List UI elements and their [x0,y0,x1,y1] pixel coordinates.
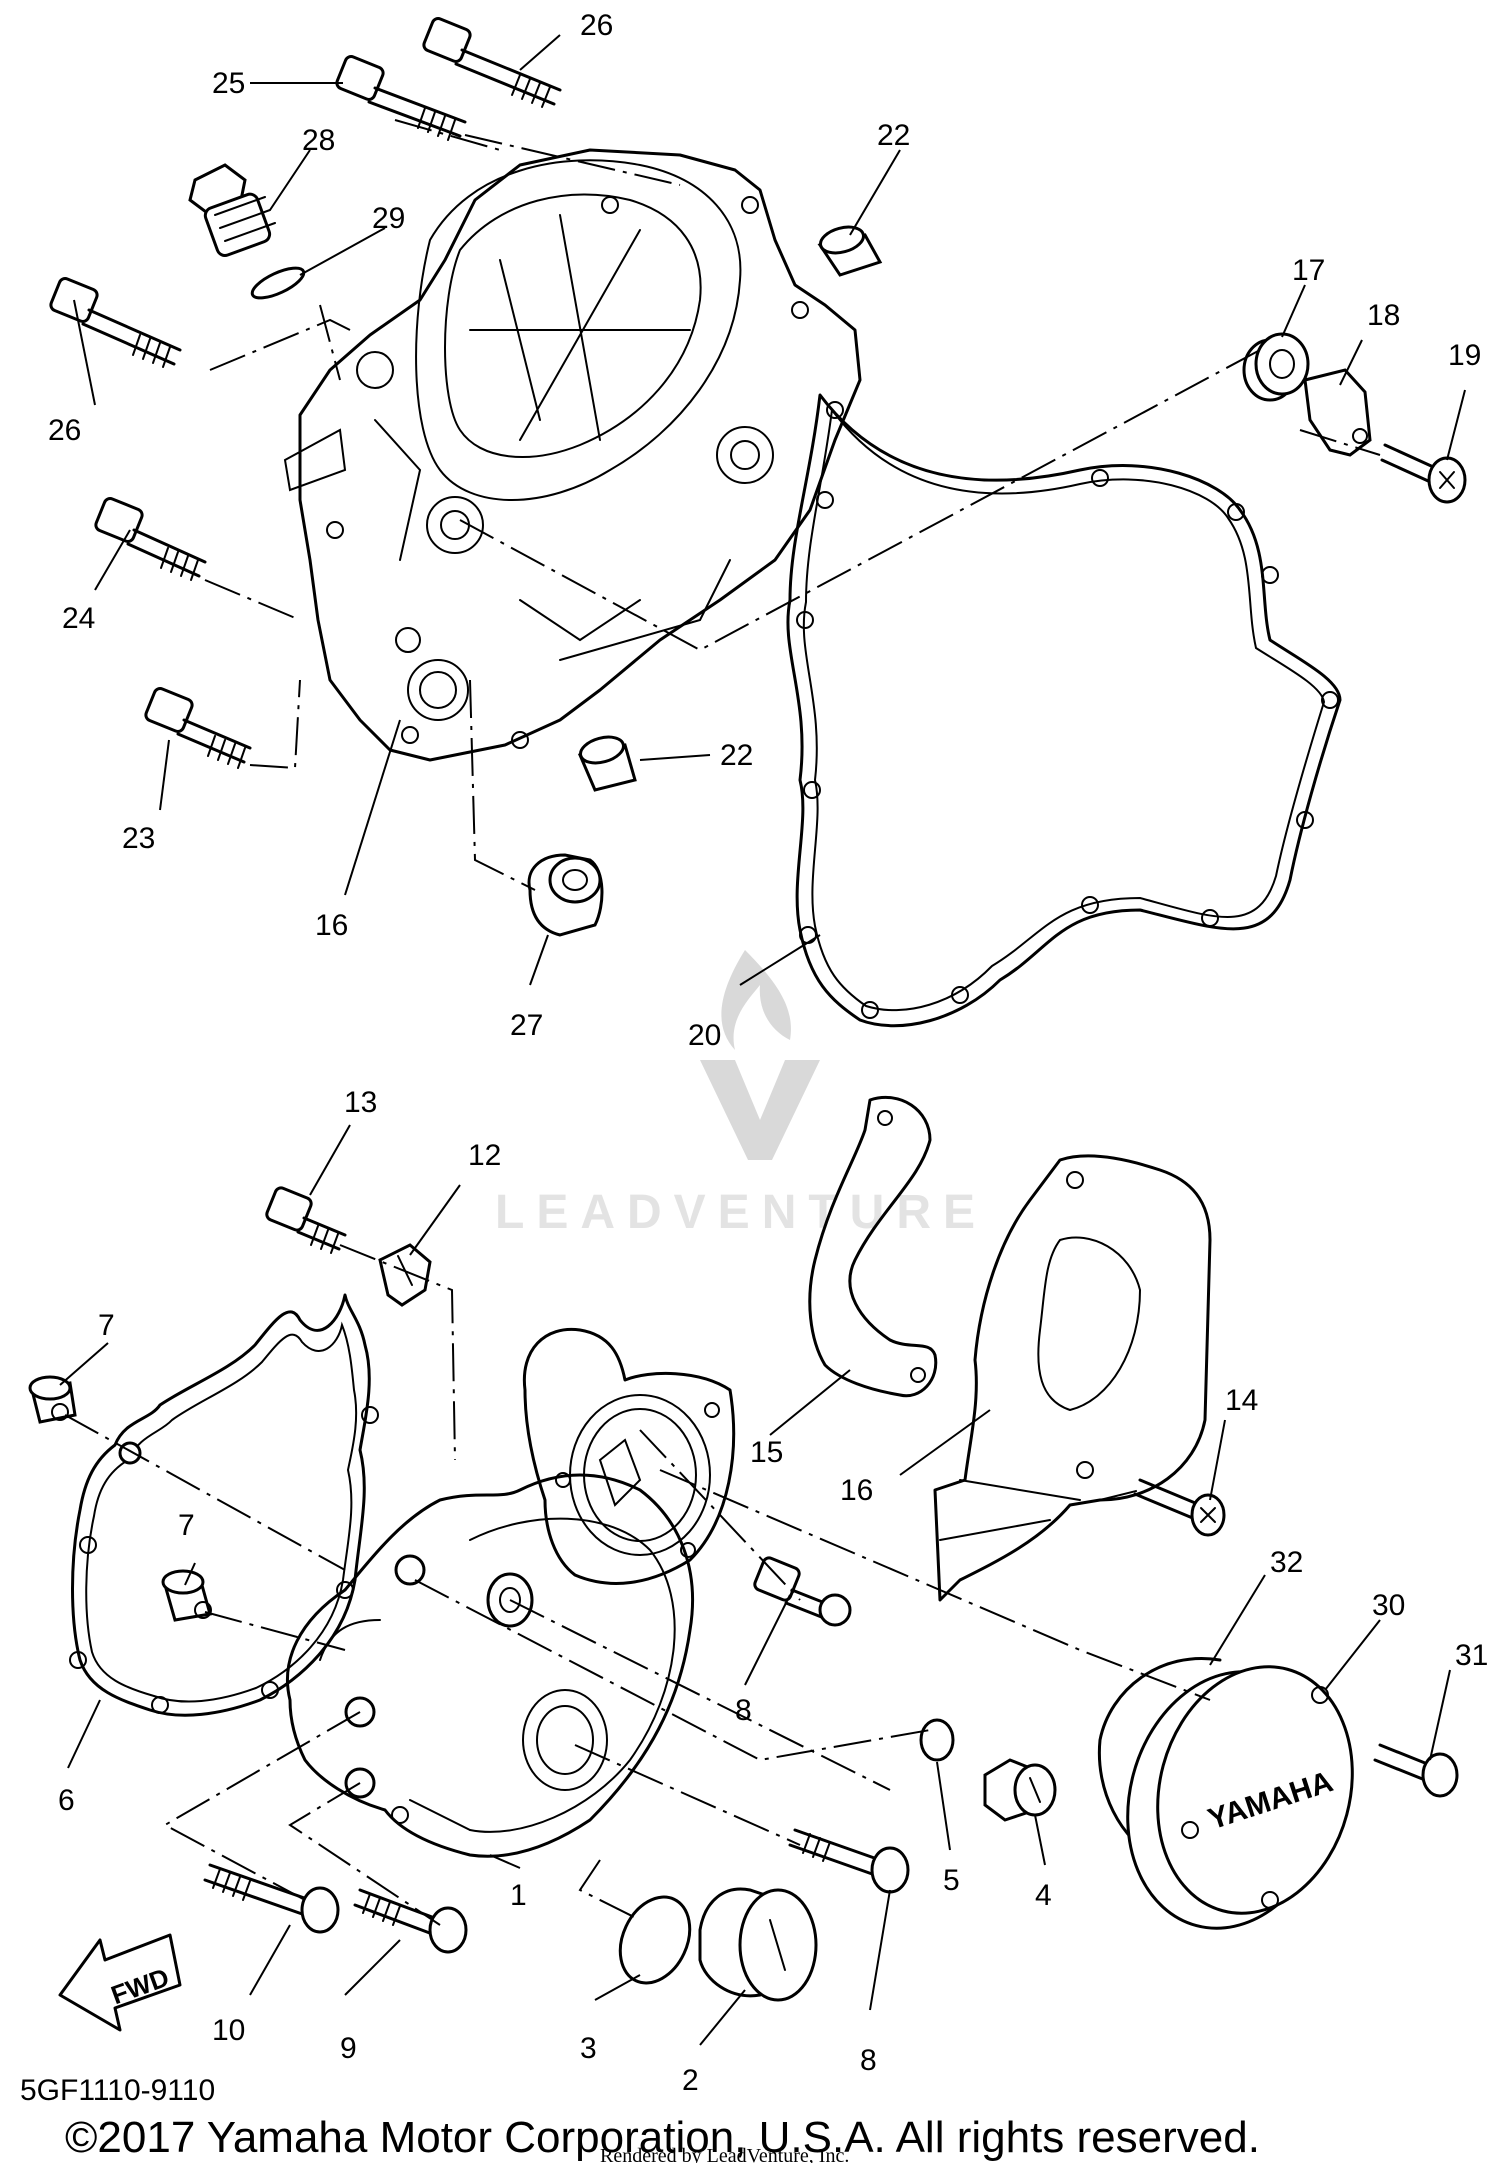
copyright-text: ©2017 Yamaha Motor Corporation, U.S.A. A… [65,2113,1260,2162]
o-ring-32 [1097,1657,1222,1862]
center-lines [64,119,1381,1926]
bolt-26-left [49,277,182,368]
callout-11: 10 [212,2014,245,2047]
callout-3: 3 [580,2032,597,2065]
callout-16: 16 [840,1474,873,1507]
callout-24: 24 [62,602,95,635]
dowel-pin-7-top [28,1375,77,1424]
callout-25: 25 [212,67,245,100]
bolt-24 [94,497,207,581]
bolt-10 [353,1888,468,1954]
callout-10: 9 [340,2032,357,2065]
rendered-by-text: Rendered by LeadVenture, Inc. [600,2145,849,2163]
diagram-code: 5GF1110-9110 [20,2074,215,2107]
bolt-13 [265,1186,347,1254]
callout-17: 16 [315,909,348,942]
retainer-plate-19 [1303,368,1372,457]
callout-9: 8 [860,2044,877,2077]
gasket-6 [69,1293,379,1717]
plug-2 [698,1887,818,2002]
plug-4 [983,1758,1057,1822]
watermark-logo: LEADVENTURE [495,950,987,1239]
callout-22-top: 22 [877,119,910,152]
screw-31 [1373,1743,1459,1798]
o-ring-3 [618,1895,692,1985]
callout-31: 31 [1455,1639,1488,1672]
watermark-text: LEADVENTURE [495,1186,987,1239]
forward-arrow: FWD [58,1933,182,2032]
callout-29: 29 [372,202,405,235]
bolt-23 [144,687,252,769]
callout-20: 19 [1448,339,1481,372]
callout-23: 23 [122,822,155,855]
dowel-pin-22-bottom [577,735,637,792]
callout-27: 27 [510,1009,543,1042]
bolt-26-top [422,17,562,108]
callout-21: 20 [688,1019,721,1052]
bolt-9 [788,1828,910,1894]
callout-32: 32 [1270,1546,1303,1579]
callout-13: 13 [344,1086,377,1119]
clamp-12 [378,1243,432,1307]
crankcase-cover-1 [285,1473,695,1858]
crankcase-cover-17 [283,148,862,762]
o-ring-5 [919,1718,955,1762]
drain-plug-28 [188,163,276,257]
bolt-11 [203,1863,340,1934]
callout-28: 28 [302,124,335,157]
cover-30: YAMAHA [1126,1665,1354,1930]
o-ring-29 [250,266,306,300]
callout-5: 5 [943,1864,960,1897]
guide-15 [808,1095,938,1398]
callout-26-left: 26 [48,414,81,447]
oil-seal-27 [527,853,604,937]
leader-lines [59,34,1466,2046]
screw-20 [1380,443,1467,504]
callout-4: 4 [1035,1879,1052,1912]
bearing-18 [1242,332,1310,402]
bolt-25 [335,55,467,141]
callout-15: 15 [750,1436,783,1469]
callout-6: 6 [58,1784,75,1817]
bolt-8 [753,1556,852,1627]
callout-8: 8 [735,1694,752,1727]
bolt-14 [1133,1478,1226,1537]
callout-1: 1 [510,1879,527,1912]
callout-19: 18 [1367,299,1400,332]
cover-housing [522,1327,736,1585]
callout-2: 2 [682,2064,699,2097]
callout-7-middle: 7 [178,1509,195,1542]
callouts: 26 25 28 29 22 17 18 19 26 24 22 23 16 2… [48,9,1488,2097]
dowel-pin-7-middle [161,1569,212,1622]
callout-30: 30 [1372,1589,1405,1622]
callout-14: 14 [1225,1384,1258,1417]
callout-12: 12 [468,1139,501,1172]
callout-18: 17 [1292,254,1325,287]
callout-26-top: 26 [580,9,613,42]
fwd-label: FWD [107,1962,173,2010]
sprocket-cover-16 [933,1154,1212,1602]
dowel-pin-22-top [817,225,883,277]
callout-22-bottom: 22 [720,739,753,772]
gasket-21 [786,393,1342,1028]
callout-7-top: 7 [98,1309,115,1342]
